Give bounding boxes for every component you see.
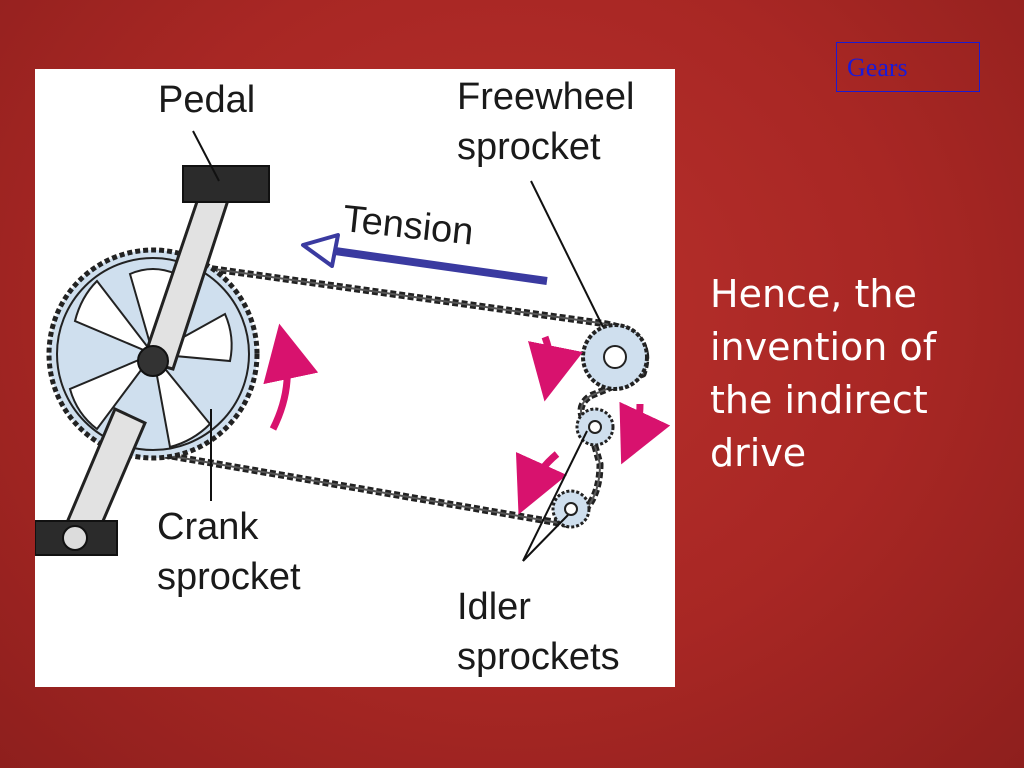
label-pedal: Pedal xyxy=(158,79,256,121)
body-line-3: the indirect xyxy=(710,378,928,422)
pedal-block xyxy=(182,165,270,203)
body-line-2: invention of xyxy=(710,325,937,369)
body-line-1: Hence, the xyxy=(710,272,917,316)
label-freewheel-line1: Freewheel xyxy=(457,76,635,118)
label-crank-line2: sprocket xyxy=(157,556,301,598)
crank-axle xyxy=(137,345,169,377)
label-idler-line1: Idler xyxy=(457,586,531,628)
label-freewheel-line2: sprocket xyxy=(457,126,601,168)
tension-arrow xyxy=(301,233,548,285)
leader-lines xyxy=(192,130,604,562)
gears-link[interactable]: Gears xyxy=(836,42,980,92)
chain-drive-diagram xyxy=(35,130,671,562)
idler-sprocket-upper xyxy=(575,407,615,447)
diagram-panel: Pedal Freewheel sprocket Tension Crank s… xyxy=(35,69,675,687)
label-crank-line1: Crank xyxy=(157,506,259,548)
crank-sprocket xyxy=(46,247,260,461)
label-idler-line2: sprockets xyxy=(457,636,620,678)
freewheel-sprocket xyxy=(581,323,649,391)
lower-pedal-axle xyxy=(62,525,88,551)
body-text: Hence, the invention of the indirect dri… xyxy=(710,268,1010,480)
rotation-arrows xyxy=(263,323,671,515)
idler-sprocket-lower xyxy=(551,489,591,529)
body-line-4: drive xyxy=(710,431,807,475)
